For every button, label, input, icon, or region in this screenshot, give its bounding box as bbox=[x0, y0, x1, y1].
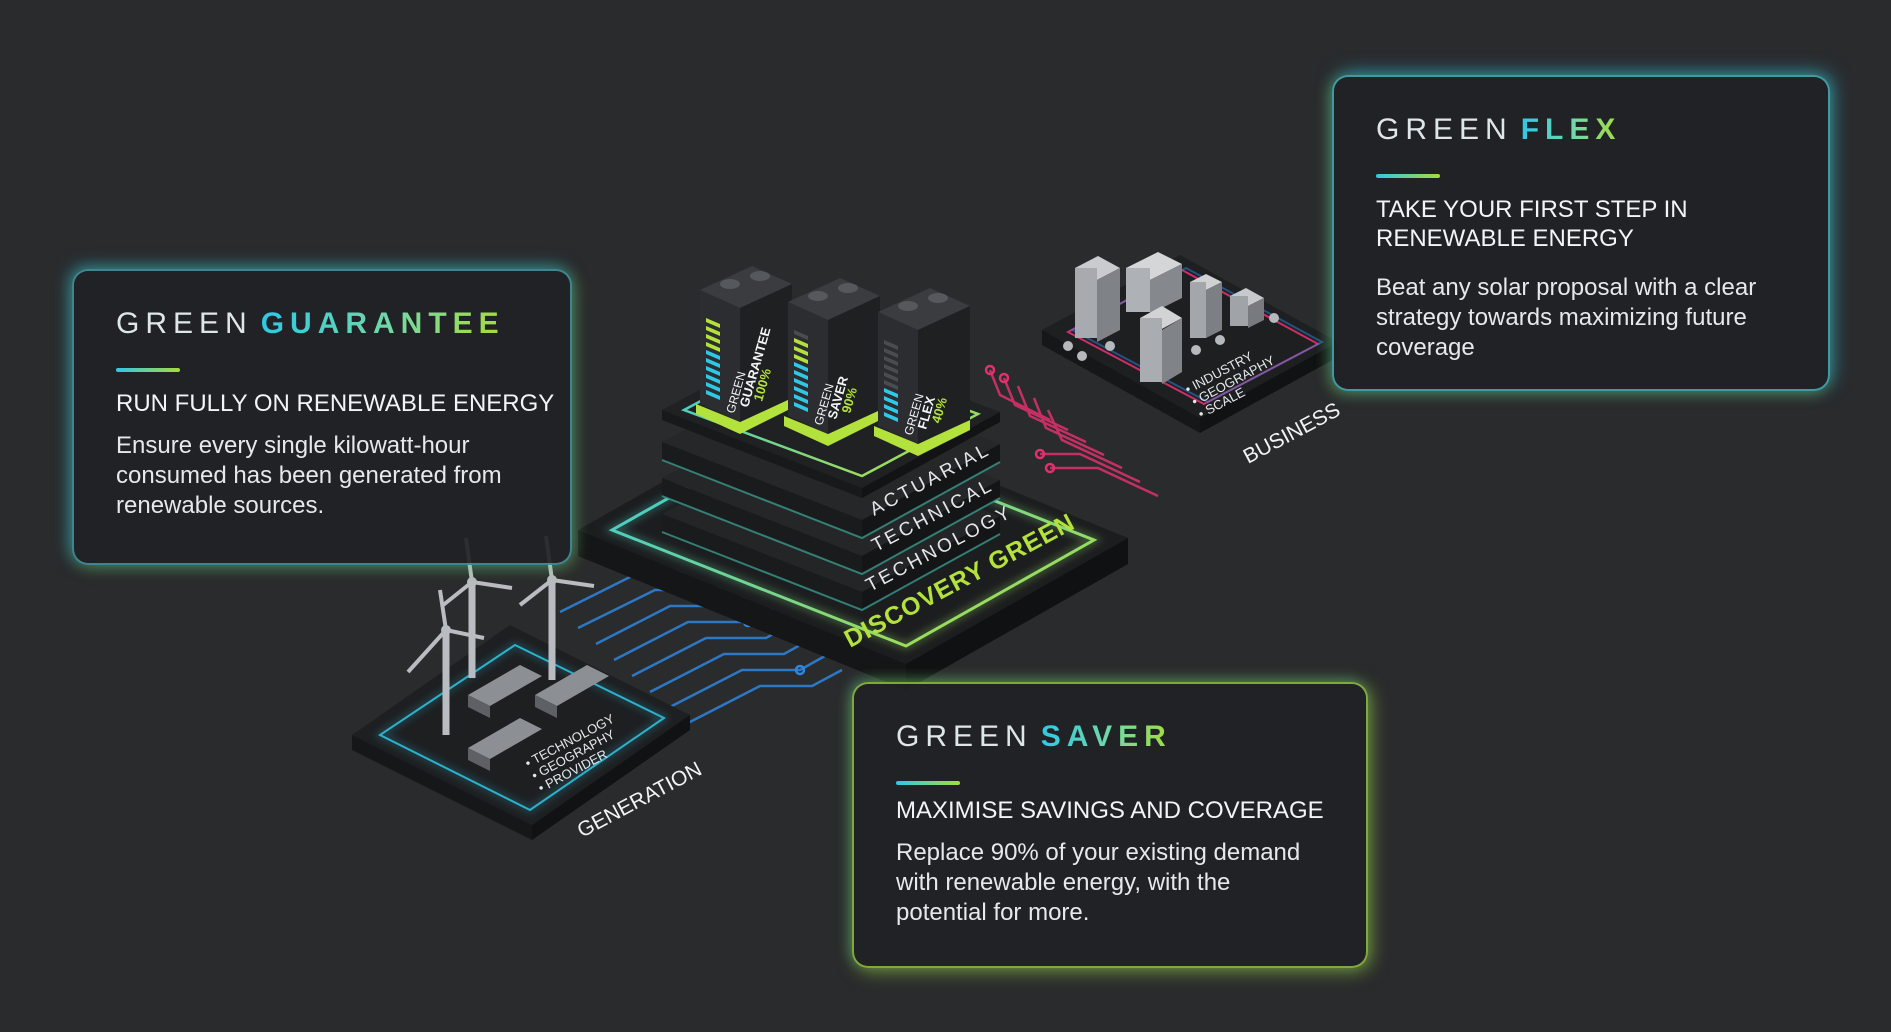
card-title-prefix: GREEN bbox=[896, 720, 1033, 753]
building bbox=[1075, 256, 1120, 342]
card-title-product: FLEX bbox=[1520, 113, 1622, 146]
business-buildings bbox=[1063, 252, 1279, 384]
card-title-prefix: GREEN bbox=[1376, 113, 1513, 146]
card-title-prefix: GREEN bbox=[116, 307, 253, 340]
battery-side bbox=[918, 306, 970, 444]
battery-side bbox=[740, 284, 792, 422]
wind-turbine bbox=[440, 537, 513, 678]
solar-panels bbox=[468, 665, 609, 771]
battery-charge-bar bbox=[884, 356, 898, 366]
battery-charge-bar bbox=[706, 318, 720, 328]
battery-charge-bar bbox=[794, 386, 808, 396]
battery-charge-bar bbox=[884, 380, 898, 390]
card-body: Beat any solar proposal with a clear str… bbox=[1376, 274, 1757, 361]
business-label: BUSINESS bbox=[1240, 398, 1345, 468]
battery-terminal bbox=[808, 291, 828, 301]
battery-charge-bar bbox=[706, 358, 720, 368]
battery-charge-bar bbox=[884, 348, 898, 358]
battery-base-ring bbox=[696, 398, 792, 434]
solar-panel bbox=[535, 665, 609, 718]
battery-charge-bar bbox=[794, 338, 808, 348]
battery-charge-bar bbox=[794, 394, 808, 404]
battery-charge-bar bbox=[706, 390, 720, 400]
building bbox=[1190, 274, 1222, 338]
battery-charge-bar bbox=[884, 388, 898, 398]
solar-panel bbox=[468, 718, 542, 771]
battery-charge-bar bbox=[706, 382, 720, 392]
wind-turbine bbox=[406, 589, 485, 735]
battery-terminal bbox=[898, 301, 918, 311]
wind-turbine bbox=[518, 535, 595, 680]
battery-charge-bar bbox=[884, 412, 898, 422]
tree bbox=[1063, 313, 1279, 361]
battery-charge-bar bbox=[794, 346, 808, 356]
business-circuit-nodes bbox=[984, 364, 1056, 474]
card-body: Replace 90% of your existing demand with… bbox=[896, 839, 1301, 926]
generation-circuit-traces bbox=[559, 540, 843, 726]
battery-charge-bar bbox=[706, 366, 720, 376]
card-heading: RUN FULLY ON RENEWABLE ENERGY bbox=[116, 390, 555, 417]
card-title-product: GUARANTEE bbox=[260, 307, 505, 340]
battery-charge-bar bbox=[706, 326, 720, 336]
building bbox=[1126, 252, 1182, 314]
battery-charge-bar bbox=[794, 330, 808, 340]
battery-charge-bar bbox=[884, 396, 898, 406]
battery-terminal bbox=[838, 283, 858, 293]
accent-rule bbox=[896, 781, 960, 785]
battery-terminal bbox=[928, 293, 948, 303]
battery-charge-bar bbox=[706, 334, 720, 344]
battery-charge-bar bbox=[706, 350, 720, 360]
battery-terminal bbox=[720, 279, 740, 289]
battery-charge-bar bbox=[794, 362, 808, 372]
battery-charge-bar bbox=[706, 374, 720, 384]
battery-charge-bar bbox=[794, 402, 808, 412]
battery-charge-bar bbox=[884, 364, 898, 374]
battery-charge-bar bbox=[706, 342, 720, 352]
card-body: Ensure every single kilowatt-hour consum… bbox=[116, 432, 502, 519]
battery-terminal bbox=[750, 271, 770, 281]
building bbox=[1230, 288, 1264, 328]
battery-charge-bar bbox=[794, 370, 808, 380]
business-circuit-traces bbox=[988, 369, 1159, 498]
battery-side bbox=[828, 296, 880, 434]
battery-percent: 40% bbox=[928, 395, 950, 425]
battery-percent: 90% bbox=[838, 385, 860, 415]
card-title-product: SAVER bbox=[1040, 720, 1172, 753]
accent-rule bbox=[116, 368, 180, 372]
battery-charge-bar bbox=[794, 354, 808, 364]
battery-charge-bar bbox=[884, 372, 898, 382]
building bbox=[1140, 306, 1182, 384]
battery-charge-bar bbox=[794, 378, 808, 388]
battery-charge-bar bbox=[884, 404, 898, 414]
wind-turbines bbox=[406, 535, 595, 735]
batteries: GREENGUARANTEE100%GREENSAVER90%GREENFLEX… bbox=[696, 266, 970, 456]
solar-panel bbox=[468, 665, 542, 718]
accent-rule bbox=[1376, 174, 1440, 178]
card-heading: TAKE YOUR FIRST STEP IN RENEWABLE ENERGY bbox=[1376, 196, 1688, 252]
battery-charge-bar bbox=[884, 340, 898, 350]
battery-base-ring bbox=[874, 420, 970, 456]
card-heading: MAXIMISE SAVINGS AND COVERAGE bbox=[896, 797, 1324, 824]
battery-base-ring bbox=[784, 410, 880, 446]
